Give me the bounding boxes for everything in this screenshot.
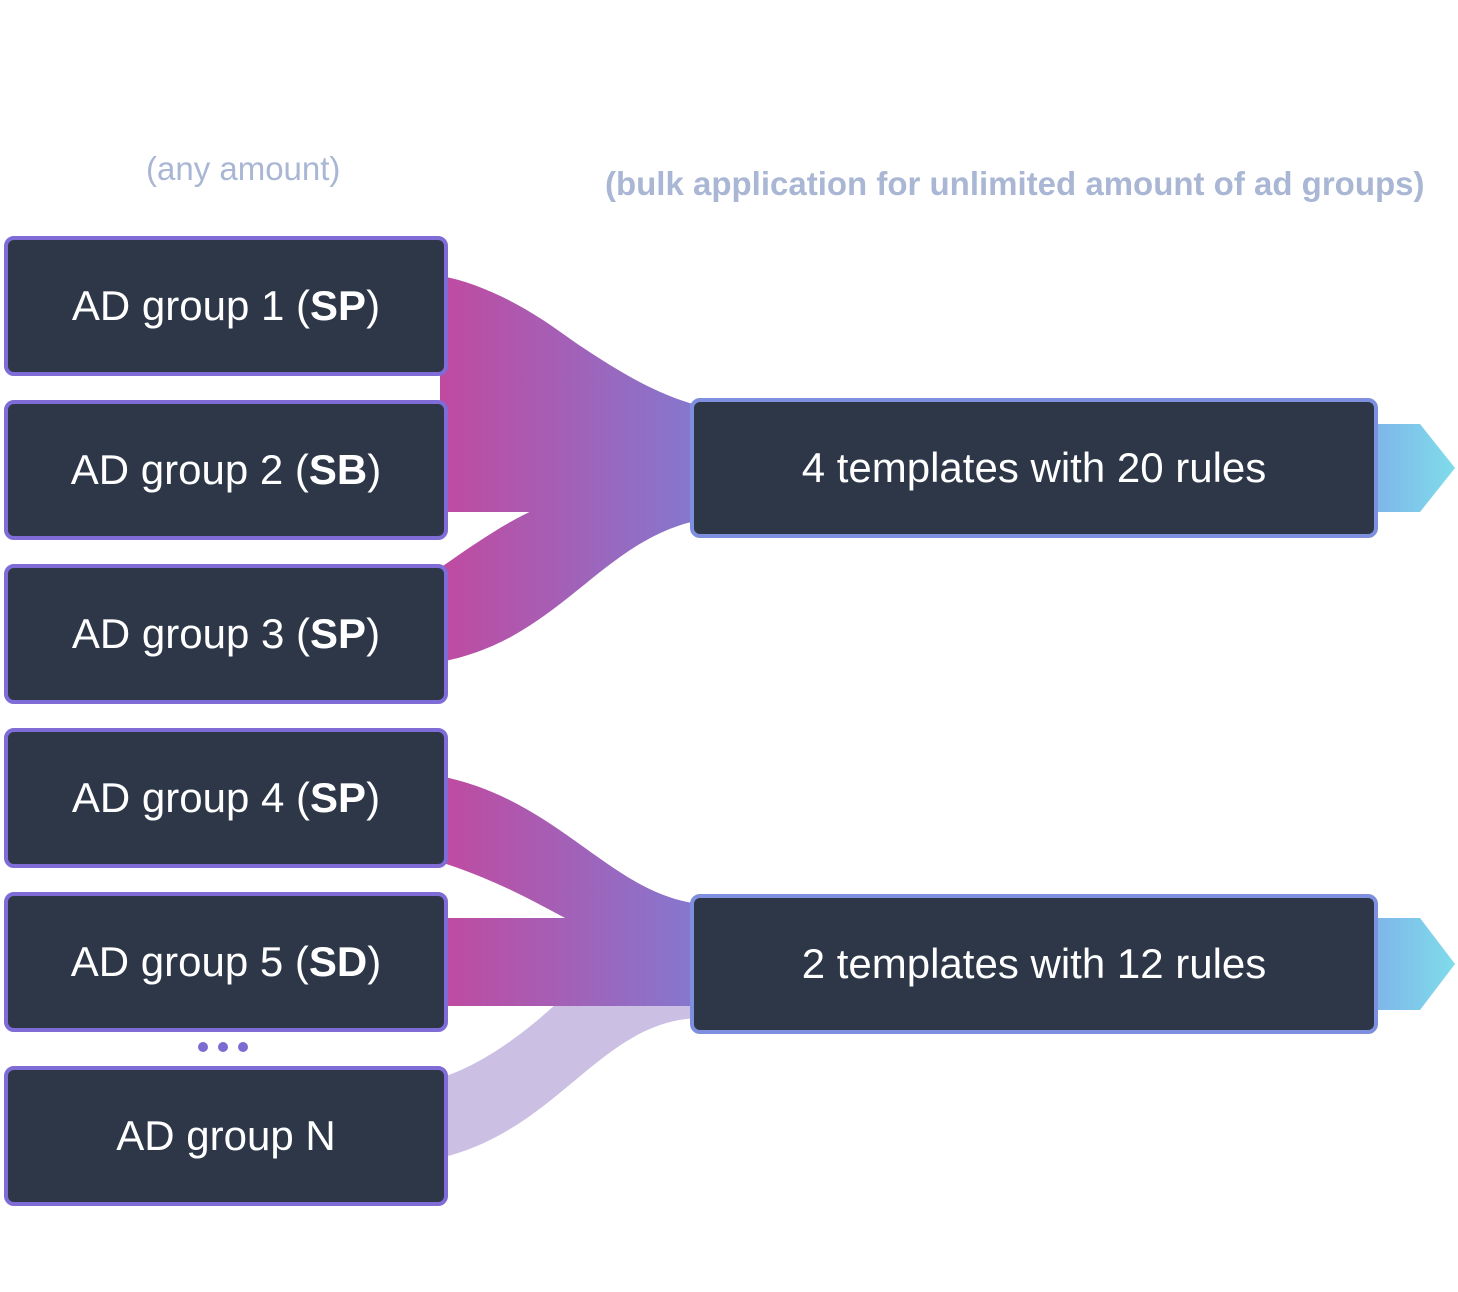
ad-group-label-close: ) [366, 282, 381, 329]
ad-type-tag: SB [308, 446, 368, 493]
ad-group-label-close: ) [366, 774, 381, 821]
ad-group-5-box: AD group 5 (SD) [4, 892, 448, 1032]
template-label: 4 templates with 20 rules [801, 444, 1267, 491]
flow-ad-group-1-band [440, 276, 700, 470]
flow-ad-group-2 [440, 422, 700, 512]
ad-group-4-box: AD group 4 (SP) [4, 728, 448, 868]
ellipsis-dot [198, 1042, 208, 1052]
ad-group-label: AD group N [116, 1112, 336, 1159]
any-amount-caption: (any amount) [146, 150, 341, 187]
ad-group-2-box: AD group 2 (SB) [4, 400, 448, 540]
more-groups-ellipsis [198, 1042, 248, 1052]
flow-ad-group-4 [440, 776, 700, 960]
ad-group-label: AD group 5 ( [70, 938, 309, 985]
arrow-head-1 [1370, 424, 1455, 512]
ad-type-tag: SP [310, 282, 367, 329]
ad-group-label: AD group 3 ( [71, 610, 311, 657]
ad-group-label-close: ) [366, 610, 381, 657]
ad-type-tag: SP [310, 774, 367, 821]
ad-group-n-box: AD group N [4, 1066, 448, 1206]
ellipsis-dot [238, 1042, 248, 1052]
ad-type-tag: SD [308, 938, 368, 985]
flow-ad-group-3 [440, 500, 700, 662]
ad-group-label: AD group 1 ( [71, 282, 311, 329]
ellipsis-dot [218, 1042, 228, 1052]
template-box-1: 4 templates with 20 rules [690, 398, 1378, 538]
ad-group-label-close: ) [367, 446, 382, 493]
flow-ad-group-faded [440, 1000, 700, 1158]
ad-group-1-box: AD group 1 (SP) [4, 236, 448, 376]
template-label: 2 templates with 12 rules [801, 940, 1267, 987]
ad-group-3-box: AD group 3 (SP) [4, 564, 448, 704]
flow-ad-group-5-band [440, 918, 700, 1006]
bulk-application-caption: (bulk application for unlimited amount o… [605, 165, 1425, 202]
ad-group-label: AD group 2 ( [70, 446, 309, 493]
template-box-2: 2 templates with 12 rules [690, 894, 1378, 1034]
arrow-head-2 [1370, 918, 1455, 1010]
ad-group-label: AD group 4 ( [71, 774, 311, 821]
ad-type-tag: SP [310, 610, 367, 657]
ad-group-label-close: ) [367, 938, 382, 985]
